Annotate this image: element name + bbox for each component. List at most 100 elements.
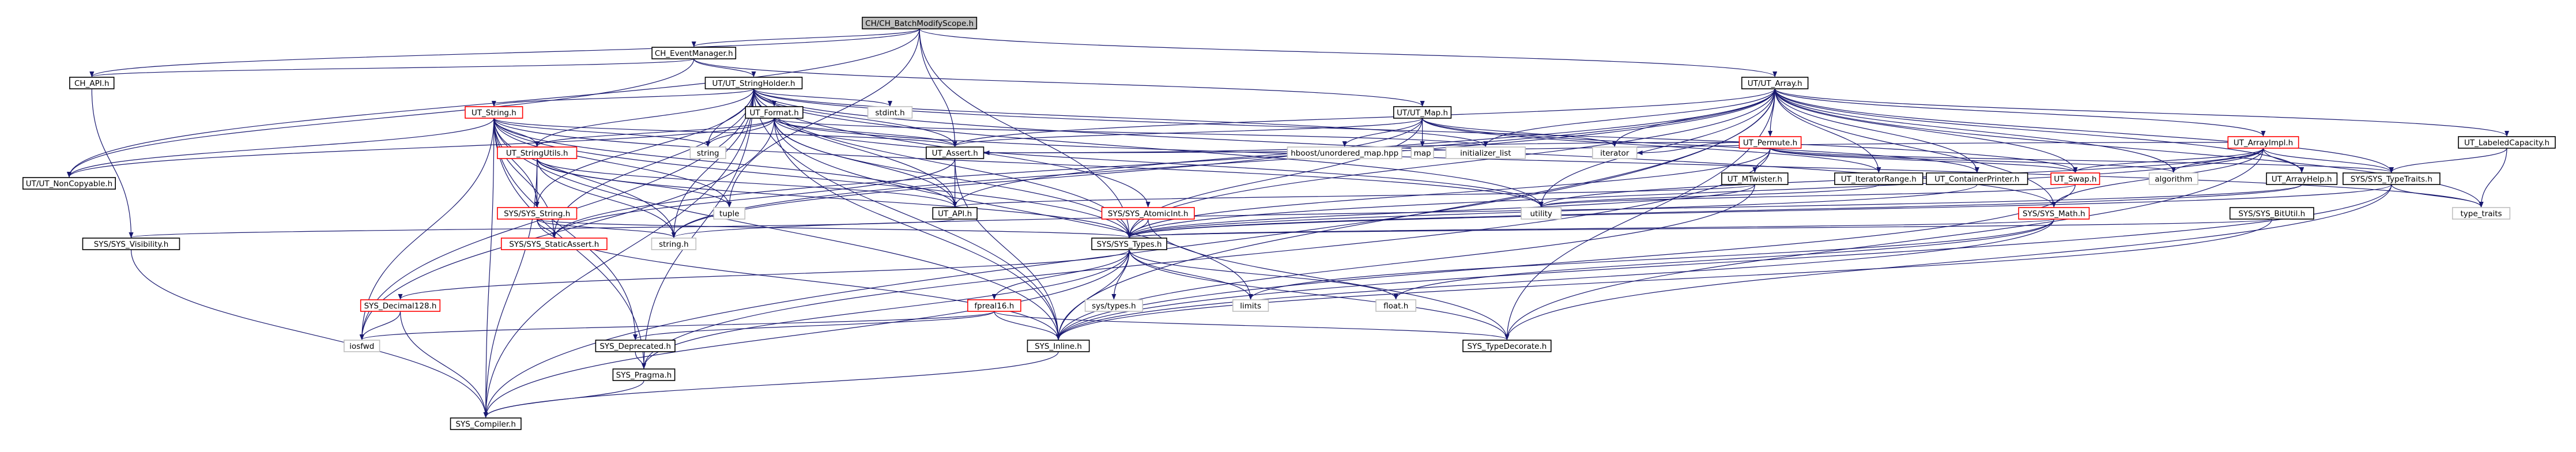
node-sys-string[interactable]: SYS/SYS_String.h (497, 207, 578, 220)
node-ut-permute[interactable]: UT_Permute.h (1738, 136, 1802, 149)
edge-line (359, 311, 401, 340)
node-box (1232, 299, 1269, 312)
node-algorithm[interactable]: algorithm (2148, 172, 2198, 185)
node-sys-types[interactable]: SYS/SYS_Types.h (1091, 238, 1167, 250)
node-float-h[interactable]: float.h (1375, 299, 1417, 312)
node-sys-bitutil[interactable]: SYS/SYS_BitUtil.h (2229, 207, 2314, 220)
node-ch-eventmanager[interactable]: CH_EventManager.h (651, 47, 737, 59)
node-ut-noncopyable[interactable]: UT/UT_NonCopyable.h (22, 177, 116, 190)
edge-line (398, 249, 1130, 300)
node-sys-pragma[interactable]: SYS_Pragma.h (612, 368, 676, 381)
node-label: iosfwd (349, 342, 374, 351)
edge-fpreal16-to-iosfwd (360, 311, 995, 340)
node-iosfwd[interactable]: iosfwd (344, 340, 380, 352)
edge-ut-array-to-ut-iteratorrange (1774, 88, 1881, 173)
edge-root-to-ch-eventmanager (691, 28, 920, 47)
edge-line (493, 118, 540, 208)
node-box (651, 238, 697, 250)
node-ut-assert[interactable]: UT_Assert.h (926, 146, 985, 159)
edge-ut-string-to-ut-noncopyable (67, 118, 495, 178)
node-ut-api[interactable]: UT_API.h (932, 207, 978, 220)
node-sys-math[interactable]: SYS/SYS_Math.h (2018, 207, 2090, 220)
node-label: map (1414, 149, 1431, 158)
node-tuple[interactable]: tuple (713, 207, 746, 220)
edge-line (537, 219, 1061, 340)
edge-ut-mtwister-to-sys-types (1127, 184, 1755, 238)
node-type-traits[interactable]: type_traits (2451, 207, 2511, 220)
node-sys-visibility[interactable]: SYS/SYS_Visibility.h (82, 238, 180, 250)
edge-ut-stringholder-to-sys-inline (753, 88, 1061, 340)
node-box (1445, 146, 1526, 159)
edge-line (1770, 148, 2176, 173)
node-sys-atomicint[interactable]: SYS/SYS_AtomicInt.h (1101, 207, 1195, 220)
node-ut-arrayhelp[interactable]: UT_ArrayHelp.h (2266, 172, 2338, 185)
node-box (2018, 207, 2090, 220)
edge-line (534, 88, 755, 208)
node-ut-stringholder[interactable]: UT/UT_StringHolder.h (704, 77, 803, 89)
edge-ut-stringholder-to-sys-compiler (483, 88, 755, 418)
node-label: SYS/SYS_TypeTraits.h (2351, 175, 2432, 184)
node-label: UT_ArrayImpl.h (2234, 138, 2294, 148)
node-ut-labeledcapacity[interactable]: UT_LabeledCapacity.h (2458, 136, 2556, 149)
node-limits[interactable]: limits (1232, 299, 1269, 312)
node-label: SYS_Pragma.h (616, 371, 672, 380)
edge-line (67, 58, 695, 178)
node-initializer-list[interactable]: initializer_list (1445, 146, 1526, 159)
edge-line (91, 88, 134, 238)
edge-line (89, 58, 695, 77)
node-sys-deprecated[interactable]: SYS_Deprecated.h (595, 340, 676, 352)
node-ut-format[interactable]: UT_Format.h (745, 106, 804, 119)
edge-ut-arrayimpl-to-algorithm (2171, 148, 2264, 173)
node-ut-string[interactable]: UT_String.h (465, 106, 523, 119)
edge-line (2389, 148, 2507, 173)
edge-ut-string-to-ut-assert (493, 118, 957, 147)
edge-sys-types-to-sys-inline (1056, 249, 1130, 340)
node-box (497, 207, 578, 220)
node-sys-types-h[interactable]: sys/types.h (1084, 299, 1144, 312)
edge-sys-math-to-float-h (1393, 219, 2054, 300)
node-ut-iteratorrange[interactable]: UT_IteratorRange.h (1834, 172, 1923, 185)
node-string-h[interactable]: string.h (651, 238, 697, 250)
node-box (1393, 106, 1452, 119)
node-sys-decimal128[interactable]: SYS_Decimal128.h (360, 299, 441, 312)
node-stdint[interactable]: stdint.h (867, 106, 913, 119)
node-label: SYS/SYS_Types.h (1097, 240, 1162, 249)
node-ut-mtwister[interactable]: UT_MTwister.h (1721, 172, 1789, 185)
node-hboost-map[interactable]: hboost/unordered_map.hpp (1287, 146, 1402, 159)
edge-ut-permute-to-algorithm (1770, 148, 2176, 173)
edge-ch-eventmanager-to-ut-map (693, 58, 1425, 107)
node-ut-array[interactable]: UT/UT_Array.h (1741, 77, 1809, 89)
node-sys-typedecorate[interactable]: SYS_TypeDecorate.h (1462, 340, 1552, 352)
node-root[interactable]: CH/CH_BatchModifyScope.h (862, 17, 978, 29)
node-box (2229, 207, 2314, 220)
node-utility[interactable]: utility (1521, 207, 1562, 220)
node-string-std[interactable]: string (689, 146, 726, 159)
node-sys-staticassert[interactable]: SYS/SYS_StaticAssert.h (500, 238, 608, 250)
edge-line (774, 118, 1253, 300)
node-label: SYS_Decimal128.h (364, 302, 437, 311)
node-ut-containerprinter[interactable]: UT_ContainerPrinter.h (1926, 172, 2028, 185)
node-map-std[interactable]: map (1410, 146, 1434, 159)
node-ut-stringutils[interactable]: UT_StringUtils.h (497, 146, 578, 159)
edge-ut-string-to-ut-api (493, 118, 957, 208)
edge-ut-iteratorrange-to-utility (1538, 184, 1879, 208)
node-ch-api[interactable]: CH_API.h (69, 77, 115, 89)
edge-line (493, 118, 711, 147)
node-box (932, 207, 978, 220)
edge-line (483, 249, 1130, 418)
edge-ut-string-to-string-h (493, 118, 676, 238)
edge-line (67, 28, 920, 178)
node-iterator[interactable]: iterator (1592, 146, 1638, 159)
node-sys-inline[interactable]: SYS_Inline.h (1027, 340, 1090, 352)
node-ut-swap[interactable]: UT_Swap.h (2050, 172, 2100, 185)
node-sys-compiler[interactable]: SYS_Compiler.h (450, 417, 522, 430)
edge-ut-assert-to-sys-inline (955, 158, 1061, 340)
node-sys-typetraits[interactable]: SYS/SYS_TypeTraits.h (2343, 172, 2441, 185)
node-box (926, 146, 985, 159)
edge-line (534, 88, 755, 147)
node-ut-map[interactable]: UT/UT_Map.h (1393, 106, 1452, 119)
node-ut-arrayimpl[interactable]: UT_ArrayImpl.h (2227, 136, 2299, 149)
node-fpreal16[interactable]: fpreal16.h (967, 299, 1021, 312)
edge-ut-array-to-initializer-list (1483, 88, 1775, 147)
edge-sys-math-to-sys-inline (1056, 219, 2054, 340)
